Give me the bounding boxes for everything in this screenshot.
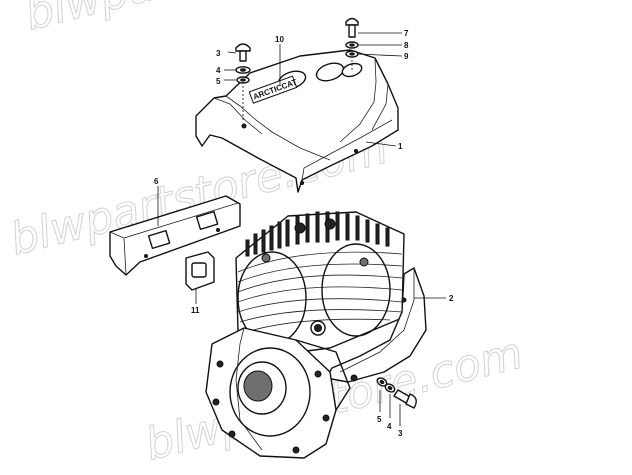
callout-3-top: 3 — [216, 49, 221, 58]
callout-1: 1 — [398, 142, 403, 151]
callout-4-top: 4 — [216, 66, 221, 75]
crankcase-housing — [205, 327, 351, 459]
callout-10: 10 — [275, 35, 284, 44]
callout-labels: 1 2 3 3 4 4 5 5 6 7 8 9 10 11 — [154, 29, 454, 438]
callout-6: 6 — [154, 177, 159, 186]
leader-lines — [157, 32, 446, 426]
callout-8: 8 — [404, 41, 409, 50]
intake-gasket — [185, 251, 215, 291]
callout-5-bottom: 5 — [377, 415, 382, 424]
callout-3-bottom: 3 — [398, 429, 403, 438]
intake-side-panel — [109, 195, 241, 276]
callout-4-bottom: 4 — [387, 422, 392, 431]
engine-cylinders — [235, 211, 405, 357]
fastener-stack-cover-right — [345, 17, 359, 70]
callout-7: 7 — [404, 29, 409, 38]
callout-11: 11 — [191, 306, 200, 315]
fastener-stack-cover-left — [235, 43, 251, 120]
callout-5-top: 5 — [216, 77, 221, 86]
fastener-stack-bracket — [376, 377, 417, 409]
callout-2: 2 — [449, 294, 454, 303]
head-cover-shroud: ARCTICCAT — [195, 49, 399, 193]
callout-9: 9 — [404, 52, 409, 61]
